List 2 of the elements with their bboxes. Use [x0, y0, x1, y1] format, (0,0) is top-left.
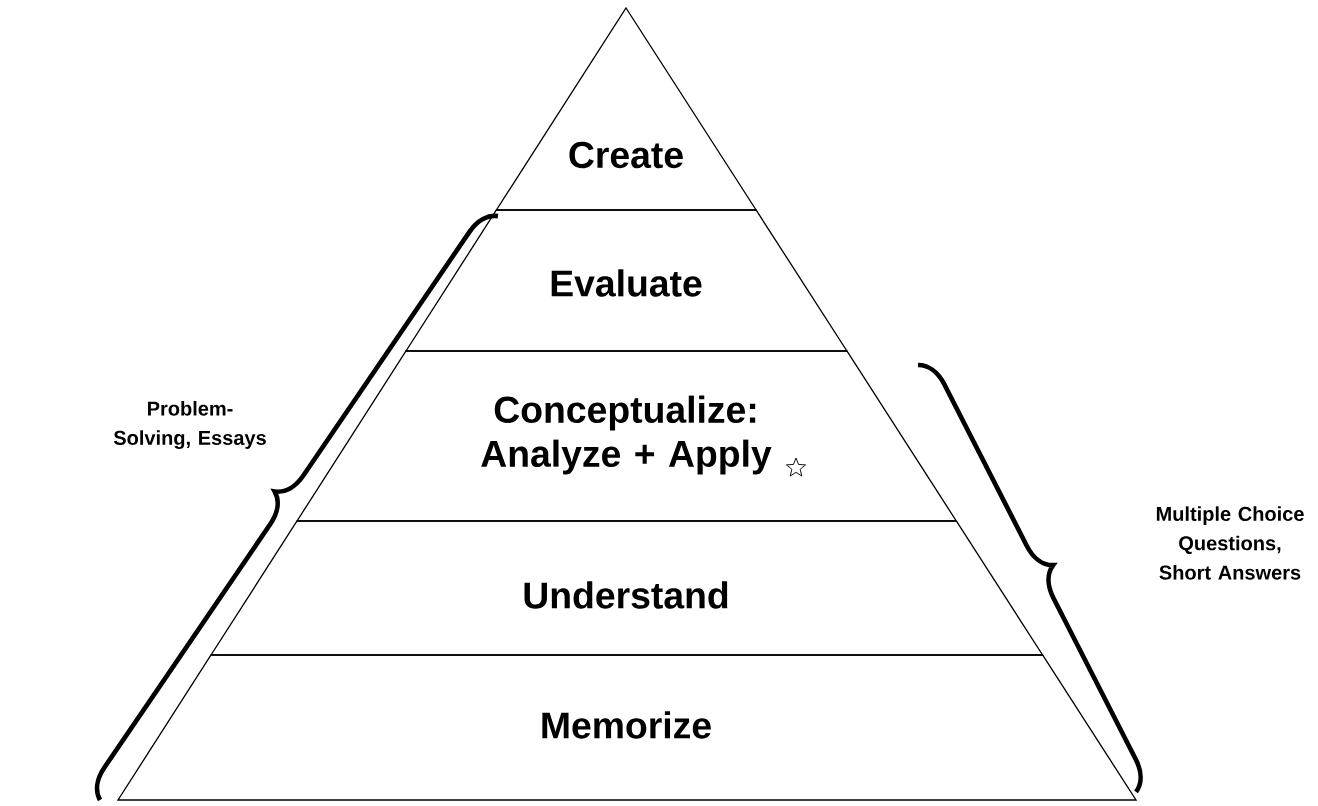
side-label: Problem-Solving, Essays [113, 400, 266, 450]
side-label: Multiple Choice Questions, Short Answers [1156, 506, 1304, 580]
